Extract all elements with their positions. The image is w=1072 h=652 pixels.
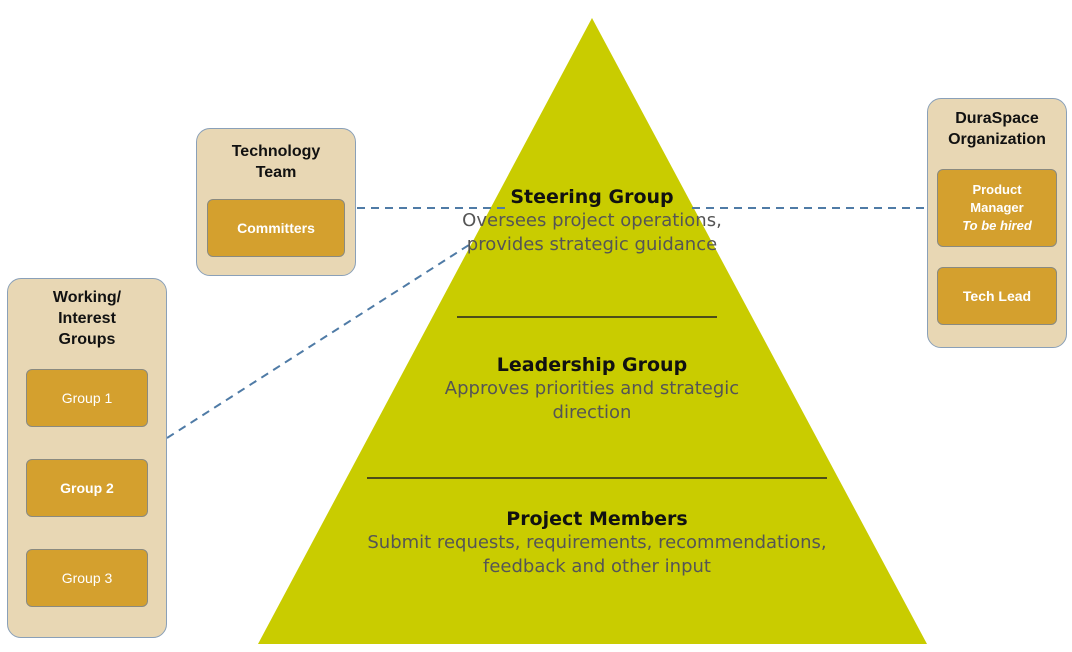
duraspace-panel: DuraSpace Organization Product Manager T… [927,98,1067,348]
tier-steering-group: Steering Group Oversees project operatio… [452,185,732,257]
working-groups-title: Working/ Interest Groups [52,289,122,348]
group-2-label: Group 2 [60,479,114,496]
product-manager-box: Product Manager To be hired [937,169,1057,247]
group-3-box: Group 3 [26,549,148,607]
connector-working-groups [166,242,473,439]
group-2-box: Group 2 [26,459,148,517]
tier-description: Oversees project operations, provides st… [462,210,722,255]
tech-lead-box: Tech Lead [937,267,1057,325]
working-groups-panel: Working/ Interest Groups Group 1 Group 2… [7,278,167,638]
group-1-box: Group 1 [26,369,148,427]
committers-label: Committers [237,219,315,236]
committers-box: Committers [207,199,345,257]
tier-title: Leadership Group [496,354,688,376]
tier-description: Approves priorities and strategic direct… [444,378,740,423]
technology-team-title: Technology Team [231,143,321,181]
group-1-label: Group 1 [61,389,113,406]
tier-leadership-group: Leadership Group Approves priorities and… [417,353,767,425]
tier-project-members: Project Members Submit requests, require… [362,507,832,579]
product-manager-label: Product Manager [970,182,1024,215]
tier-description: Submit requests, requirements, recommend… [367,532,827,577]
duraspace-title: DuraSpace Organization [948,110,1046,148]
group-3-label: Group 3 [61,569,113,586]
product-manager-note: To be hired [962,218,1032,233]
technology-team-panel: Technology Team Committers [196,128,356,276]
tier-title: Steering Group [510,186,674,208]
tech-lead-label: Tech Lead [962,287,1032,304]
governance-pyramid [258,18,927,644]
tier-title: Project Members [506,508,688,530]
